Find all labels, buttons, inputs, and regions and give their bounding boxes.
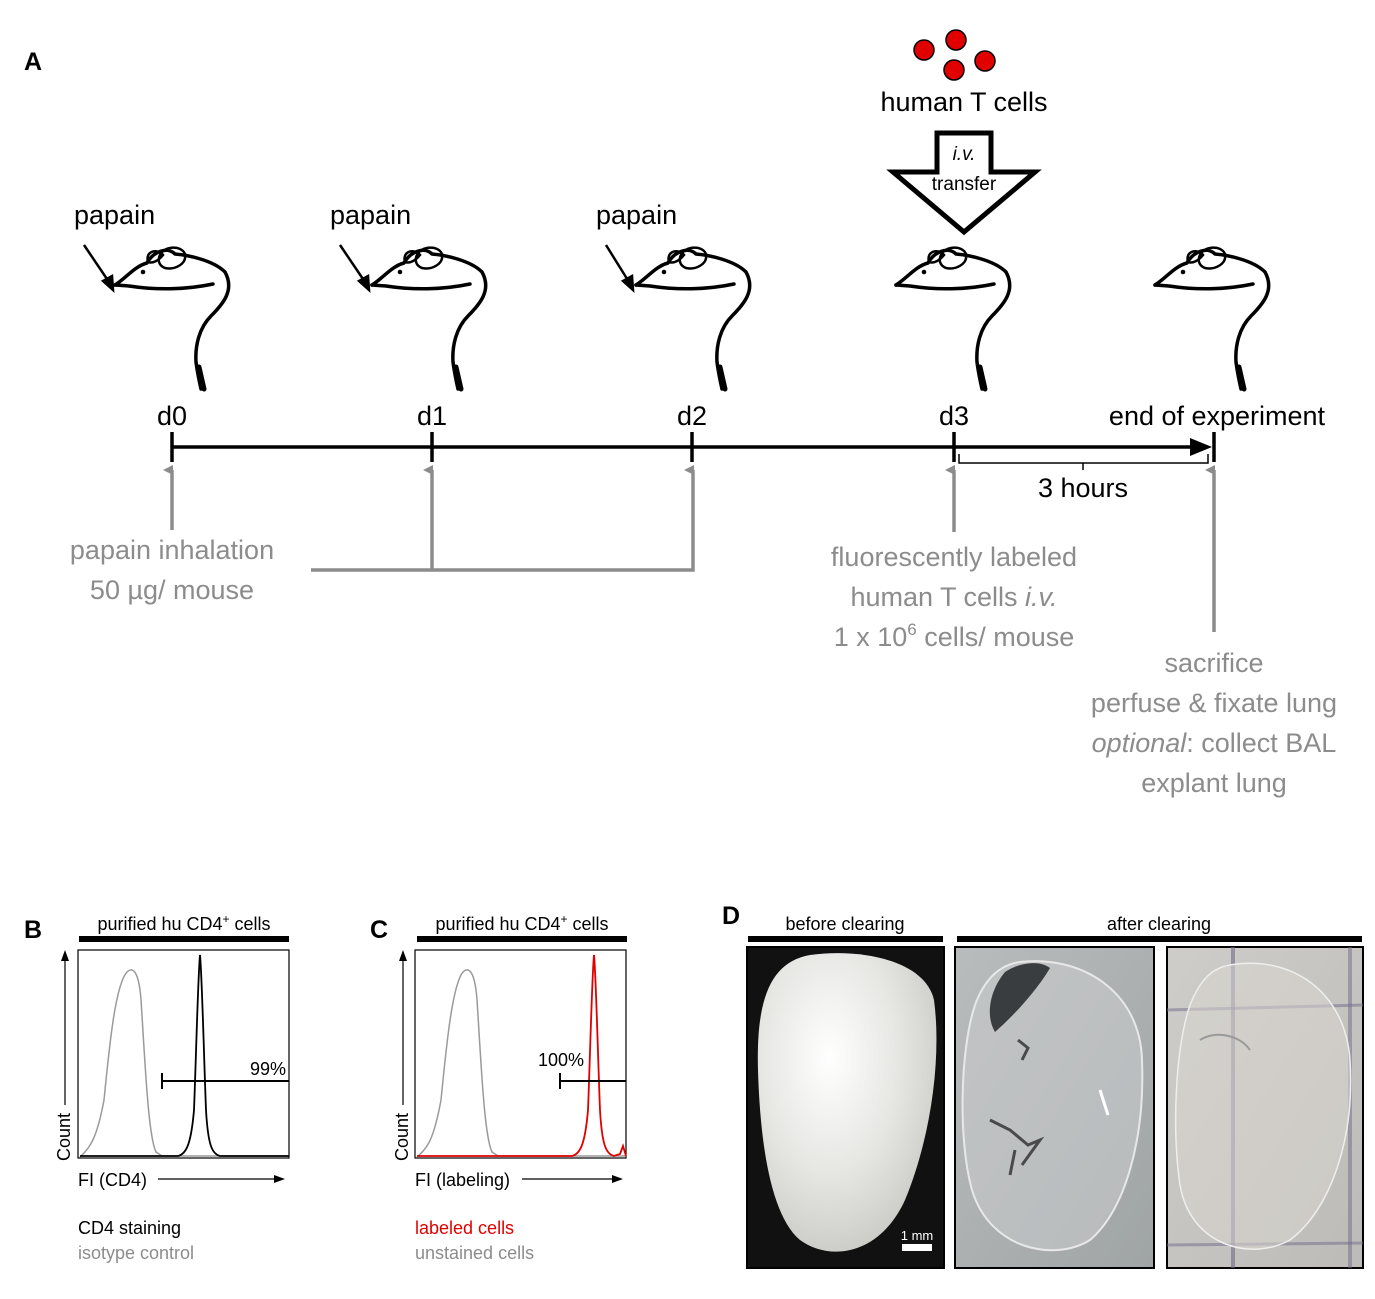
mouse-end <box>1155 248 1269 389</box>
panel-b-header-text: purified hu CD4 <box>97 914 222 934</box>
labeled-line1: fluorescently labeled <box>831 542 1077 572</box>
sacrifice-line3: optional: collect BAL <box>1092 728 1337 758</box>
sacrifice-line4: explant lung <box>1141 768 1287 798</box>
sacrifice-line3-rest: : collect BAL <box>1186 728 1336 758</box>
panel-b-plot-frame <box>77 949 290 1159</box>
inhalation-line1: papain inhalation <box>70 535 274 565</box>
panel-b-gate-label: 99% <box>250 1059 286 1079</box>
human-t-cells-label: human T cells <box>880 87 1047 117</box>
photo-before-clearing: 1 mm <box>746 946 945 1269</box>
panel-c-header-suffix: cells <box>568 914 609 934</box>
mouse-d0 <box>115 248 229 389</box>
photo-after-clearing-2 <box>1166 946 1364 1269</box>
papain-label-d1: papain <box>330 200 411 230</box>
transfer-arrow <box>886 130 1042 236</box>
panel-a-letter: A <box>24 48 42 76</box>
papain-label-d2: papain <box>596 200 677 230</box>
mouse-d1 <box>372 248 486 389</box>
panel-b-xlabel: FI (CD4) <box>78 1170 147 1190</box>
panel-c-y-arrowhead <box>399 950 407 961</box>
mouse-d3 <box>896 248 1010 389</box>
sacrifice-line1: sacrifice <box>1164 648 1263 678</box>
labeled-line3: 1 x 106 cells/ mouse <box>834 620 1075 652</box>
mouse-d2 <box>636 248 750 389</box>
panel-b-isotype-curve <box>79 969 289 1158</box>
panel-d-letter: D <box>722 902 740 930</box>
panel-c-header-sup: + <box>561 912 568 926</box>
after-clearing-label: after clearing <box>1107 914 1211 934</box>
panel-b-letter: B <box>24 916 42 944</box>
papain-label-d0: papain <box>74 200 155 230</box>
panel-b-y-arrowhead <box>61 950 69 961</box>
day-label-d3: d3 <box>939 401 969 431</box>
sacrifice-line2: perfuse & fixate lung <box>1091 688 1337 718</box>
labeled-line2: human T cells i.v. <box>850 582 1057 612</box>
labeled-line2-prefix: human T cells <box>850 582 1025 612</box>
duration-label: 3 hours <box>1038 473 1128 503</box>
panel-c-x-arrowhead <box>612 1175 623 1183</box>
labeled-line2-iv: i.v. <box>1025 582 1058 612</box>
panel-b-gate <box>161 1073 289 1089</box>
timeline <box>170 432 1216 462</box>
panel-b-header: purified hu CD4+ cells <box>97 912 270 934</box>
panel-b-ylabel: Count <box>54 1113 74 1161</box>
panel-b-x-arrowhead <box>274 1175 285 1183</box>
end-of-experiment-label: end of experiment <box>1109 401 1326 431</box>
scale-bar-label: 1 mm <box>901 1228 934 1243</box>
panel-c-unstained-curve <box>416 969 626 1158</box>
panel-b-legend-1: isotype control <box>78 1243 194 1263</box>
tcell-dots <box>913 29 996 81</box>
panel-c-legend-1: unstained cells <box>415 1243 534 1263</box>
panel-c-ylabel: Count <box>392 1113 412 1161</box>
panel-c-xlabel: FI (labeling) <box>415 1170 510 1190</box>
panel-c-letter: C <box>370 916 388 944</box>
panel-c-header: purified hu CD4+ cells <box>435 912 608 934</box>
transfer-label: transfer <box>932 174 997 195</box>
papain-arrows <box>82 244 635 294</box>
transfer-iv-label: i.v. <box>953 144 976 165</box>
panel-b-header-sup: + <box>223 912 230 926</box>
panel-b-header-suffix: cells <box>230 914 271 934</box>
panel-c-labeled-curve <box>417 954 627 1157</box>
annotation-arrows <box>163 465 1216 632</box>
inhalation-line2: 50 µg/ mouse <box>90 575 254 605</box>
day-label-d1: d1 <box>417 401 447 431</box>
photo-after-clearing-1 <box>954 946 1155 1269</box>
panel-b-legend-0: CD4 staining <box>78 1218 181 1238</box>
day-label-d2: d2 <box>677 401 707 431</box>
scale-bar <box>902 1244 932 1251</box>
panel-c-header-text: purified hu CD4 <box>435 914 560 934</box>
panel-c-plot-frame <box>414 949 627 1159</box>
day-label-d0: d0 <box>157 401 187 431</box>
panel-c-gate-label: 100% <box>538 1050 584 1070</box>
panel-c-gate <box>559 1073 626 1089</box>
duration-bracket <box>958 454 1209 470</box>
sacrifice-line3-optional: optional <box>1092 728 1188 758</box>
labeled-line3-suffix: cells/ mouse <box>917 622 1075 652</box>
panel-c-legend-0: labeled cells <box>415 1218 514 1238</box>
labeled-line3-sup: 6 <box>907 620 916 639</box>
timeline-arrowhead <box>1190 438 1212 456</box>
labeled-line3-prefix: 1 x 10 <box>834 622 908 652</box>
panel-b-cd4-curve <box>80 954 289 1157</box>
before-clearing-label: before clearing <box>785 914 904 934</box>
